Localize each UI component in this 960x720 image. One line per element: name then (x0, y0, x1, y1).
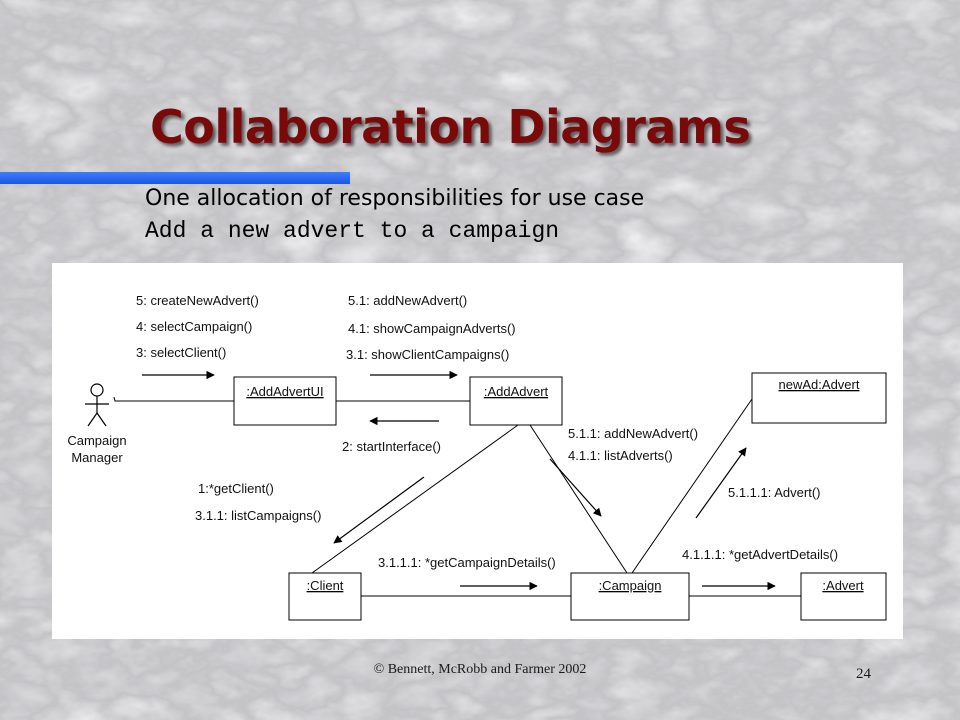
object-addadvertui-box[interactable] (233, 376, 337, 426)
object-advert-label: :Advert (822, 578, 864, 593)
slide-subtitle: One allocation of responsibilities for u… (145, 186, 645, 211)
msg-show-client-campaigns: 3.1: showClientCampaigns() (346, 347, 509, 362)
page-number: 24 (856, 666, 871, 682)
msg-select-client: 3: selectClient() (136, 345, 226, 360)
collaboration-diagram: Campaign Manager :AddAdvertUI :AddAdvert… (67, 293, 887, 621)
arrow-to-campaign (549, 458, 602, 517)
msg-create-new-advert: 5: createNewAdvert() (136, 293, 259, 308)
object-newad-label: newAd:Advert (779, 377, 860, 392)
actor-head (90, 383, 104, 397)
actor-label-line2: Manager (71, 450, 123, 465)
msg-get-client: 1:*getClient() (198, 481, 274, 496)
msg-add-new-advert-campaign: 5.1.1: addNewAdvert() (568, 426, 698, 441)
link-addadvert-campaign (529, 424, 628, 574)
msg-list-adverts: 4.1.1: listAdverts() (568, 448, 673, 463)
link-addadvert-client (311, 424, 519, 574)
msg-list-campaigns: 3.1.1: listCampaigns() (195, 508, 321, 523)
object-campaign-label: :Campaign (599, 578, 662, 593)
object-addadvert-label: :AddAdvert (484, 384, 549, 399)
actor-right-leg (96, 412, 107, 427)
msg-add-new-advert: 5.1: addNewAdvert() (348, 293, 467, 308)
object-newad-box[interactable] (751, 372, 887, 424)
msg-advert-constructor: 5.1.1.1: Advert() (728, 485, 821, 500)
copyright-footer: © Bennett, McRobb and Farmer 2002 (373, 662, 587, 677)
msg-select-campaign: 4: selectCampaign() (136, 319, 252, 334)
object-client-label: :Client (307, 578, 344, 593)
object-campaign-box[interactable] (570, 572, 690, 621)
link-actor-addadvertui (113, 396, 234, 402)
msg-get-advert-details: 4.1.1.1: *getAdvertDetails() (682, 547, 838, 562)
use-case-name: Add a new advert to a campaign (145, 218, 560, 244)
arrow-to-client (333, 476, 425, 544)
actor-campaign-manager (85, 383, 109, 427)
arrow-to-newad (695, 447, 747, 519)
actor-label-line1: Campaign (67, 433, 126, 448)
msg-show-campaign-adverts: 4.1: showCampaignAdverts() (348, 321, 516, 336)
object-advert-box[interactable] (800, 572, 887, 621)
actor-left-leg (87, 412, 98, 427)
diagram-panel: Campaign Manager :AddAdvertUI :AddAdvert… (52, 263, 903, 639)
link-campaign-newad (631, 398, 753, 574)
slide-title: Collaboration Diagrams (150, 100, 751, 154)
msg-start-interface: 2: startInterface() (342, 439, 441, 454)
title-accent-bar (0, 172, 350, 184)
object-addadvertui-label: :AddAdvertUI (246, 384, 323, 399)
msg-get-campaign-details: 3.1.1.1: *getCampaignDetails() (378, 555, 556, 570)
object-client-box[interactable] (288, 572, 362, 621)
object-addadvert-box[interactable] (469, 376, 563, 426)
